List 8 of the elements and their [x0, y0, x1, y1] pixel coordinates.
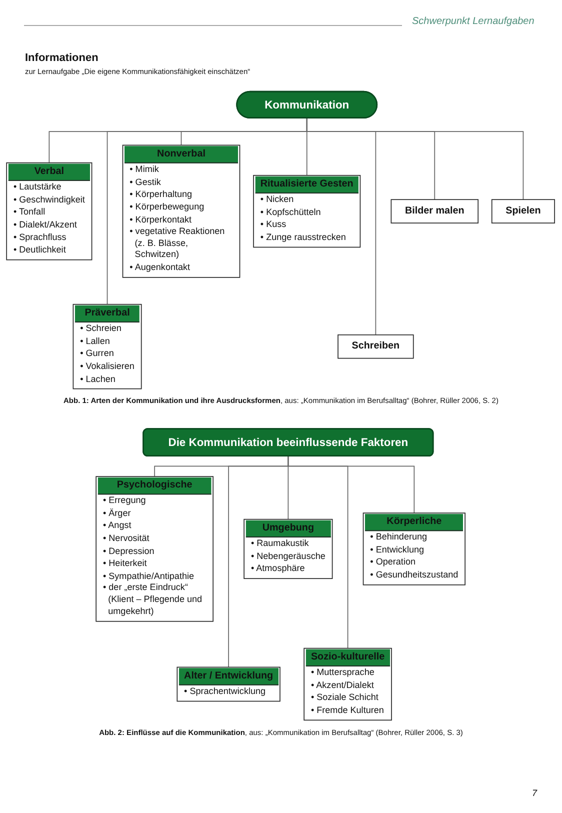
running-head: Schwerpunkt Lernaufgaben — [412, 16, 534, 27]
page-number: 7 — [532, 788, 538, 798]
node-box: Bilder malen — [391, 200, 479, 224]
connector — [288, 456, 415, 514]
node-box: Spielen — [492, 200, 556, 224]
connector — [306, 118, 524, 200]
node-box: Schreiben — [338, 334, 414, 360]
title: Informationen — [25, 52, 98, 64]
